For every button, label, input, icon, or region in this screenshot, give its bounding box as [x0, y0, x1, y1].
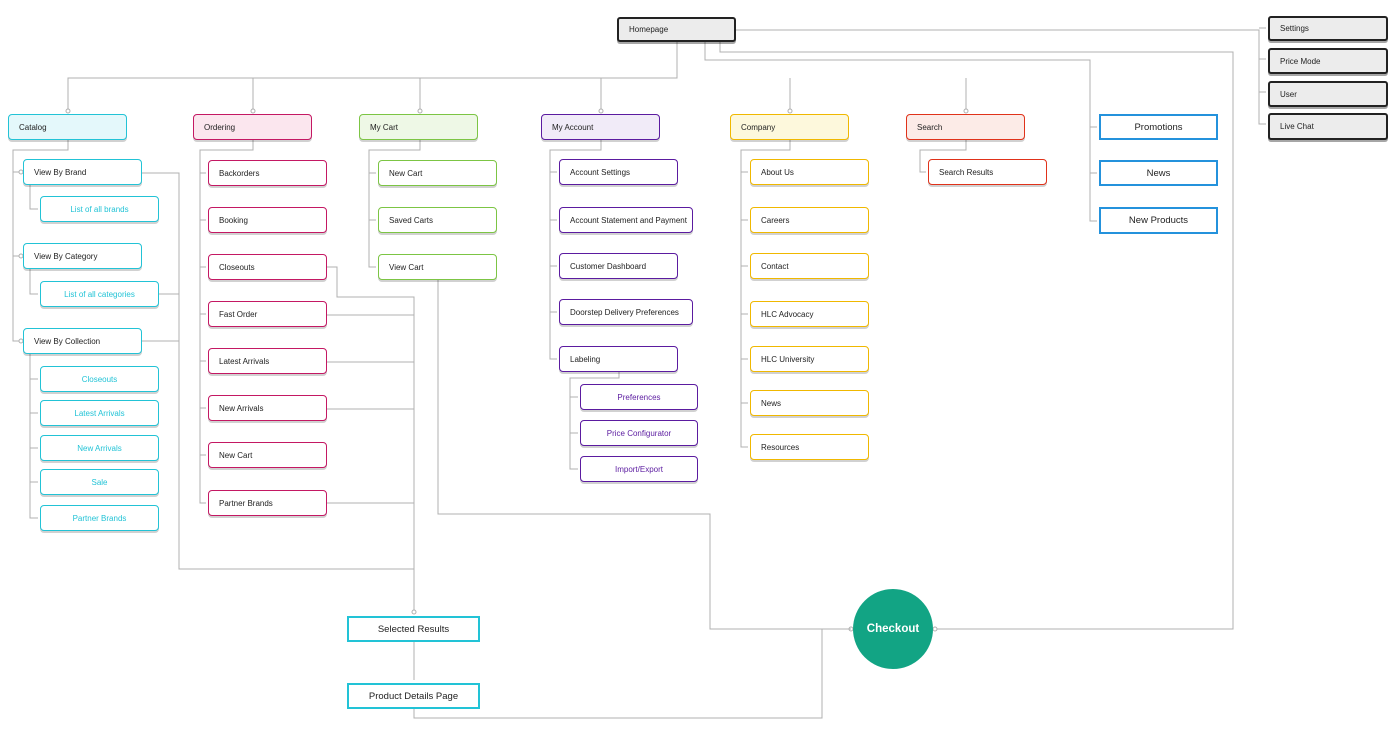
node-customer-dashboard[interactable]: Customer Dashboard [559, 253, 678, 279]
node-promotions[interactable]: Promotions [1099, 114, 1218, 140]
connector-dot [787, 108, 793, 114]
node-selected-results[interactable]: Selected Results [347, 616, 480, 642]
node-view-by-category[interactable]: View By Category [23, 243, 142, 269]
node-checkout[interactable]: Checkout [853, 589, 933, 669]
node-labeling-import-export[interactable]: Import/Export [580, 456, 698, 482]
node-ordering-backorders[interactable]: Backorders [208, 160, 327, 186]
node-price-mode[interactable]: Price Mode [1268, 48, 1388, 74]
connector-mycart-branch [369, 172, 376, 221]
node-labeling-price-configurator[interactable]: Price Configurator [580, 420, 698, 446]
node-ordering-partner-brands[interactable]: Partner Brands [208, 490, 327, 516]
connector-dot [417, 108, 423, 114]
node-account-settings[interactable]: Account Settings [559, 159, 678, 185]
connector-collection [29, 354, 38, 519]
connector-catalog-branch [13, 171, 21, 257]
node-news[interactable]: News [1099, 160, 1218, 186]
node-company-resources[interactable]: Resources [750, 434, 869, 460]
node-collection-new-arrivals[interactable]: New Arrivals [40, 435, 159, 461]
node-ordering-new-arrivals[interactable]: New Arrivals [208, 395, 327, 421]
connector-search [919, 140, 967, 173]
connector-catalog [12, 140, 69, 342]
node-collection-sale[interactable]: Sale [40, 469, 159, 495]
node-collection-partner-brands[interactable]: Partner Brands [40, 505, 159, 531]
node-view-by-brand[interactable]: View By Brand [23, 159, 142, 185]
node-ordering-new-cart[interactable]: New Cart [208, 442, 327, 468]
connector-labeling-branch [570, 396, 578, 434]
connector-ordering-merge [327, 314, 414, 504]
connector-category [29, 269, 38, 295]
node-doorstep-delivery[interactable]: Doorstep Delivery Preferences [559, 299, 693, 325]
connector-mycart [368, 140, 421, 268]
node-company-news[interactable]: News [750, 390, 869, 416]
node-search-results[interactable]: Search Results [928, 159, 1047, 185]
connector-homepage-catalog [67, 42, 678, 110]
node-company[interactable]: Company [730, 114, 849, 140]
node-cart-saved-carts[interactable]: Saved Carts [378, 207, 497, 233]
connector-labeling [569, 372, 620, 470]
node-new-products[interactable]: New Products [1099, 207, 1218, 234]
node-ordering-latest-arrivals[interactable]: Latest Arrivals [208, 348, 327, 374]
connector-dot [65, 108, 71, 114]
node-collection-closeouts[interactable]: Closeouts [40, 366, 159, 392]
node-company-contact[interactable]: Contact [750, 253, 869, 279]
node-company-hlc-university[interactable]: HLC University [750, 346, 869, 372]
connector-dot [932, 626, 938, 632]
node-list-all-categories[interactable]: List of all categories [40, 281, 159, 307]
connector-myaccount [549, 140, 602, 360]
node-user[interactable]: User [1268, 81, 1388, 107]
connector-dot [411, 609, 417, 615]
connector-dot [250, 108, 256, 114]
connector-blue-column [1089, 127, 1097, 222]
connector-collection-branch [30, 378, 38, 483]
node-live-chat[interactable]: Live Chat [1268, 113, 1388, 140]
node-my-account[interactable]: My Account [541, 114, 660, 140]
connector-homepage-utilities [736, 29, 1266, 125]
connector-dot [598, 108, 604, 114]
node-search[interactable]: Search [906, 114, 1025, 140]
connector-catalog-selected [142, 172, 415, 612]
connector-homepage-checkout [719, 42, 1234, 630]
connector-utilities-branch [1259, 27, 1266, 93]
node-ordering-fast-order[interactable]: Fast Order [208, 301, 327, 327]
node-collection-latest-arrivals[interactable]: Latest Arrivals [40, 400, 159, 426]
connector-dot [963, 108, 969, 114]
node-labeling[interactable]: Labeling [559, 346, 678, 372]
node-list-all-brands[interactable]: List of all brands [40, 196, 159, 222]
node-my-cart[interactable]: My Cart [359, 114, 478, 140]
node-account-statement[interactable]: Account Statement and Payment [559, 207, 693, 233]
node-cart-new-cart[interactable]: New Cart [378, 160, 497, 186]
node-view-by-collection[interactable]: View By Collection [23, 328, 142, 354]
node-ordering-booking[interactable]: Booking [208, 207, 327, 233]
connector-brand [29, 185, 38, 210]
node-cart-view-cart[interactable]: View Cart [378, 254, 497, 280]
node-homepage[interactable]: Homepage [617, 17, 736, 42]
connector-homepage-promotions [704, 42, 1097, 128]
node-company-hlc-advocacy[interactable]: HLC Advocacy [750, 301, 869, 327]
node-company-careers[interactable]: Careers [750, 207, 869, 233]
node-company-about-us[interactable]: About Us [750, 159, 869, 185]
node-ordering-closeouts[interactable]: Closeouts [208, 254, 327, 280]
connector-company [740, 140, 791, 448]
node-product-details-page[interactable]: Product Details Page [347, 683, 480, 709]
node-catalog[interactable]: Catalog [8, 114, 127, 140]
node-ordering[interactable]: Ordering [193, 114, 312, 140]
node-labeling-preferences[interactable]: Preferences [580, 384, 698, 410]
connector-catalog-merge [142, 293, 179, 342]
connector-viewcart-checkout [437, 280, 851, 630]
connector-ordering-selected [327, 266, 415, 612]
connector-ordering [199, 140, 254, 504]
node-settings[interactable]: Settings [1268, 16, 1388, 41]
